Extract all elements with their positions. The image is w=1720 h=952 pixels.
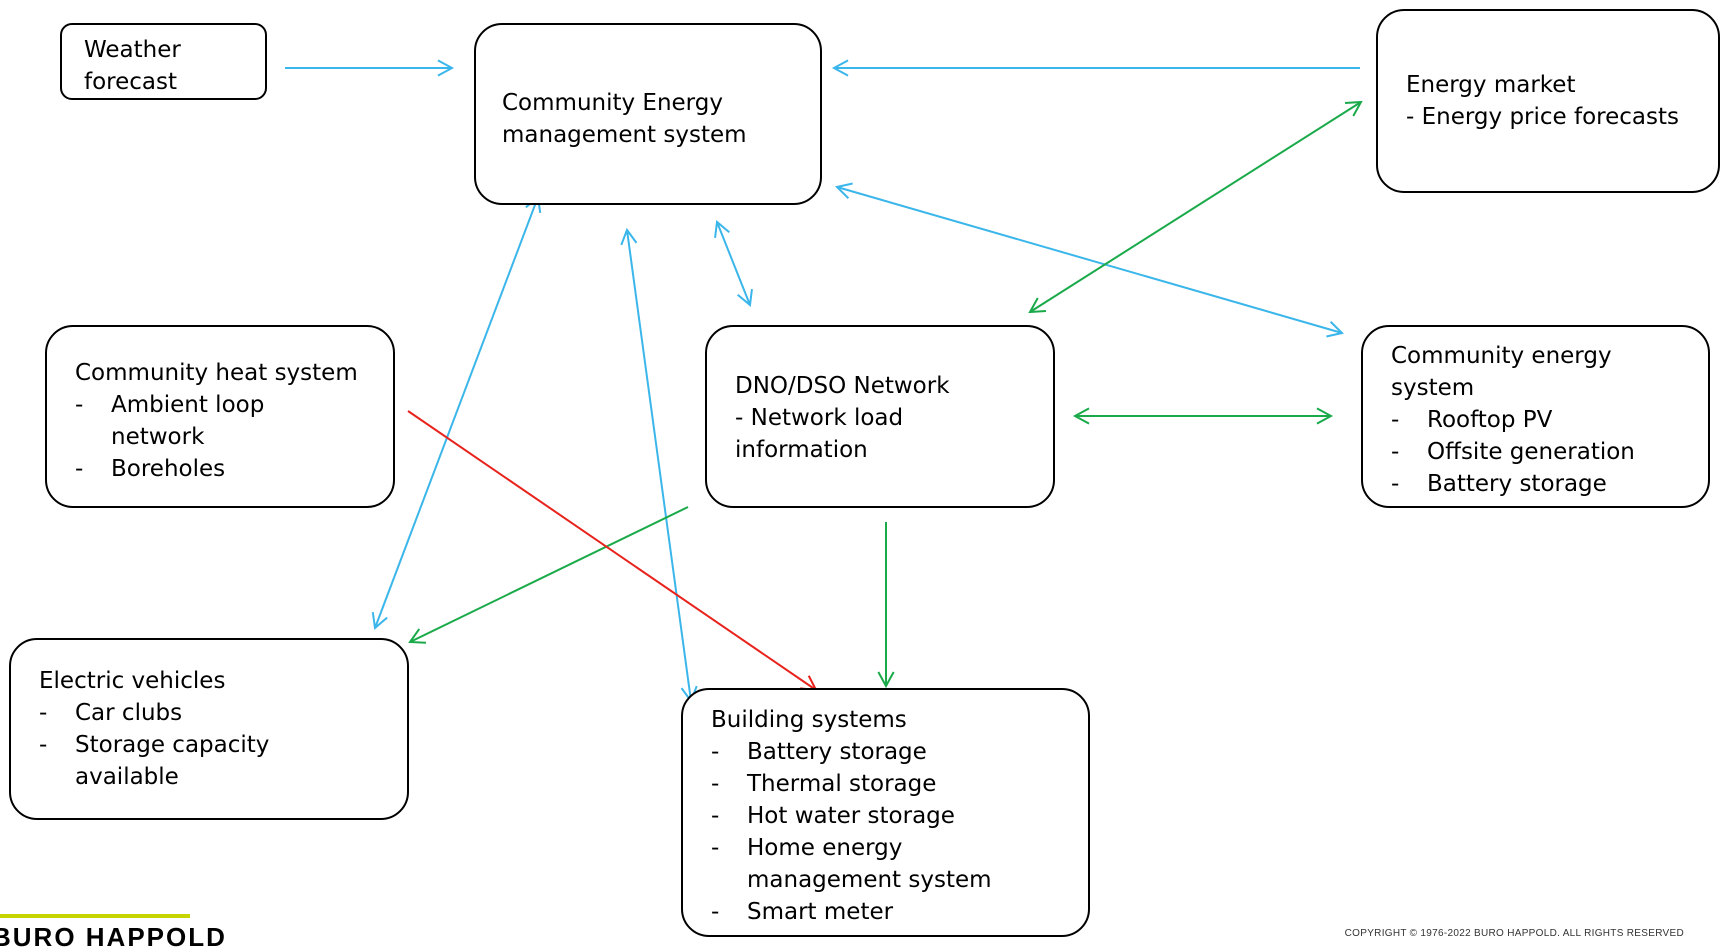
ces-items: - Rooftop PV - Offsite generation - Batt…	[1391, 404, 1680, 500]
heat-item-label: Ambient loop	[111, 392, 265, 418]
arrowhead-ev-icon	[371, 612, 388, 630]
building-item-label: Smart meter	[747, 899, 894, 925]
building-item-label: Hot water storage	[747, 803, 955, 829]
ev-title: Electric vehicles	[39, 668, 226, 694]
logo-accent-bar	[0, 914, 190, 918]
heat-item-label-cont: network	[111, 424, 205, 450]
market-line-1: Energy market	[1406, 72, 1576, 98]
bullet-dash: -	[1391, 439, 1400, 465]
arrowhead-dno-icon	[1344, 100, 1363, 117]
ces-item-label: Offsite generation	[1427, 439, 1635, 465]
arrowhead-building-icon	[877, 671, 895, 689]
arrowhead-cems-icon	[714, 220, 730, 239]
arrow-cems-to-ev	[374, 196, 539, 629]
building-item-label: Battery storage	[747, 739, 927, 765]
node-weather-forecast: Weather forecast	[60, 23, 267, 100]
company-logo: BURO HAPPOLD	[0, 922, 227, 952]
bullet-dash: -	[711, 739, 720, 765]
arrowhead-ev-icon	[408, 628, 427, 644]
ev-item-label: Storage capacity available	[75, 732, 270, 790]
ces-item-offsite-generation: - Offsite generation	[1391, 436, 1680, 468]
bullet-dash: -	[39, 700, 48, 726]
ces-title-line-1: Community energy	[1391, 343, 1612, 369]
building-item-label: Thermal storage	[747, 771, 937, 797]
arrowhead-market-icon	[1028, 297, 1047, 314]
building-title: Building systems	[711, 707, 907, 733]
arrowhead-cems-icon	[437, 59, 455, 77]
node-dno-dso-network: DNO/DSO Network - Network load informati…	[705, 325, 1055, 508]
bullet-dash: -	[1391, 407, 1400, 433]
arrowhead-ces-icon	[1326, 321, 1345, 338]
ev-items: - Car clubs - Storage capacity available	[39, 697, 379, 793]
heat-title: Community heat system	[75, 360, 358, 386]
building-item-label: Home energy	[747, 835, 903, 861]
node-community-energy-management-system: Community Energy management system	[474, 23, 822, 205]
dno-line-1: DNO/DSO Network	[735, 373, 950, 399]
ev-item-car-clubs: - Car clubs	[39, 697, 379, 729]
ces-item-label: Battery storage	[1427, 471, 1607, 497]
bullet-dash: -	[711, 835, 720, 861]
building-items: - Battery storage - Thermal storage - Ho…	[711, 736, 1060, 928]
arrowhead-dno-icon	[737, 288, 753, 307]
arrow-dno-to-market	[1029, 101, 1362, 313]
copyright-notice: COPYRIGHT © 1976-2022 BURO HAPPOLD. ALL …	[1344, 928, 1684, 939]
ces-item-rooftop-pv: - Rooftop PV	[1391, 404, 1680, 436]
heat-item-boreholes: - Boreholes	[75, 453, 365, 485]
arrow-dno-to-ev	[409, 506, 689, 643]
bullet-dash: -	[1391, 471, 1400, 497]
heat-item-ambient-loop: - Ambient loop network	[75, 389, 365, 453]
bullet-dash: -	[39, 732, 48, 758]
ces-item-label: Rooftop PV	[1427, 407, 1553, 433]
ces-title-line-2: system	[1391, 375, 1475, 401]
ces-item-battery-storage: - Battery storage	[1391, 468, 1680, 500]
arrow-heat-to-building	[407, 410, 817, 691]
building-item-battery-storage: - Battery storage	[711, 736, 1060, 768]
arrowhead-cems-icon	[831, 59, 849, 77]
market-line-2: - Energy price forecasts	[1406, 104, 1679, 130]
node-energy-market: Energy market - Energy price forecasts	[1376, 9, 1720, 193]
weather-line-2: forecast	[84, 69, 178, 95]
node-community-energy-system: Community energy system - Rooftop PV - O…	[1361, 325, 1710, 508]
building-item-thermal-storage: - Thermal storage	[711, 768, 1060, 800]
building-item-smart-meter: - Smart meter	[711, 896, 1060, 928]
weather-line-1: Weather	[84, 37, 181, 63]
arrowhead-cems-icon	[620, 227, 638, 246]
cems-line-2: management system	[502, 122, 747, 148]
arrowhead-ces-icon	[1316, 407, 1334, 425]
building-item-hot-water-storage: - Hot water storage	[711, 800, 1060, 832]
arrow-cems-to-dno	[716, 221, 751, 306]
building-item-label-cont: management system	[747, 867, 992, 893]
building-item-home-energy-management: - Home energy management system	[711, 832, 1060, 896]
ev-item-label: Car clubs	[75, 700, 183, 726]
arrowhead-cems-icon	[834, 182, 853, 199]
arrow-cems-to-ces	[836, 186, 1343, 334]
ev-item-storage-capacity: - Storage capacity available	[39, 729, 379, 793]
bullet-dash: -	[711, 803, 720, 829]
cems-line-1: Community Energy	[502, 90, 723, 116]
bullet-dash: -	[75, 392, 84, 418]
arrow-cems-to-building	[626, 229, 692, 702]
dno-line-3: information	[735, 437, 868, 463]
node-community-heat-system: Community heat system - Ambient loop net…	[45, 325, 395, 508]
bullet-dash: -	[75, 456, 84, 482]
bullet-dash: -	[711, 899, 720, 925]
heat-item-label: Boreholes	[111, 456, 226, 482]
arrowhead-dno-icon	[1072, 407, 1090, 425]
heat-items: - Ambient loop network - Boreholes	[75, 389, 365, 485]
node-building-systems: Building systems - Battery storage - The…	[681, 688, 1090, 937]
node-electric-vehicles: Electric vehicles - Car clubs - Storage …	[9, 638, 409, 820]
dno-line-2: - Network load	[735, 405, 904, 431]
bullet-dash: -	[711, 771, 720, 797]
